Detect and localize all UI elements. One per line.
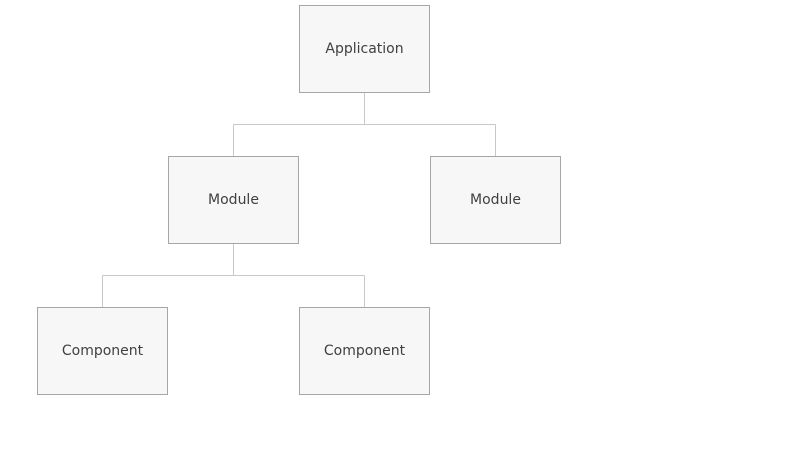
node-application[interactable]: Application xyxy=(299,5,430,93)
node-label: Application xyxy=(325,41,404,57)
node-component-left[interactable]: Component xyxy=(37,307,168,395)
node-label: Component xyxy=(61,343,144,359)
node-module-left[interactable]: Module xyxy=(168,156,299,244)
node-component-right[interactable]: Component xyxy=(299,307,430,395)
node-module-right[interactable]: Module xyxy=(430,156,561,244)
node-label: Component xyxy=(323,343,406,359)
node-label: Module xyxy=(470,192,521,208)
node-label: Module xyxy=(208,192,259,208)
